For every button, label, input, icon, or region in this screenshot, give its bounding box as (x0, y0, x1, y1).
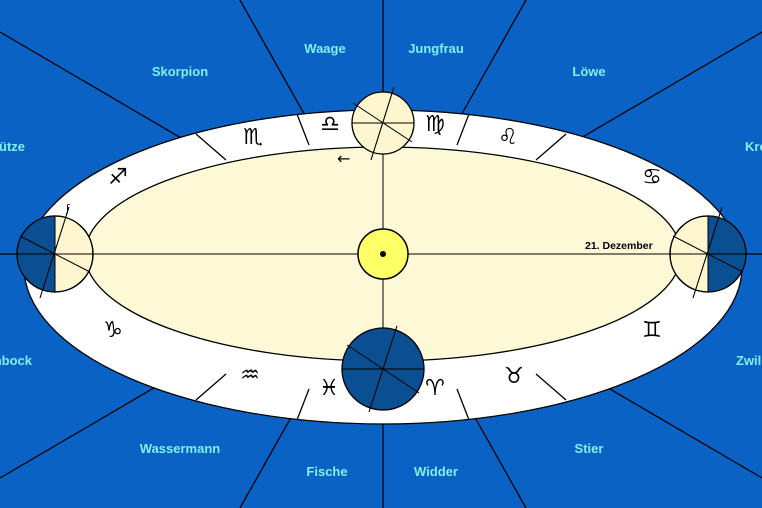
label-stier: Stier (575, 441, 604, 456)
earth-top-axis (370, 86, 395, 161)
label-skorpion: Skorpion (152, 64, 208, 79)
ring-divider-6 (535, 373, 567, 401)
orbit-direction-arrow: ← (337, 149, 350, 168)
sign-loewe: ♌ (498, 125, 518, 150)
earth-bottom (341, 325, 425, 413)
sign-waage: ♎ (320, 112, 340, 137)
earth-right-axis (692, 206, 723, 299)
label-jungfrau: Jungfrau (408, 41, 464, 56)
label-fische: Fische (306, 464, 347, 479)
sign-steinbock: ♑ (103, 318, 123, 343)
label-wassermann: Wassermann (140, 441, 220, 456)
sun-center-dot (380, 251, 386, 257)
earth-left-axis (39, 206, 70, 299)
ring-divider-1 (296, 113, 310, 146)
earth-bottom-axis (368, 325, 398, 413)
sign-krebs: ♋ (642, 165, 662, 190)
ring-divider-2 (456, 113, 470, 146)
ring-divider-8 (456, 388, 470, 421)
earth-top (351, 86, 415, 161)
earth-left: ʃ (16, 202, 94, 299)
sign-stier: ♉ (504, 364, 524, 389)
label-loewe: Löwe (572, 64, 605, 79)
earth-right-tilt (672, 235, 744, 273)
sign-wassermann: ♒ (240, 363, 260, 388)
label-waage: Waage (304, 41, 345, 56)
sign-schuetze: ♐ (108, 165, 128, 190)
label-widder: Widder (414, 464, 458, 479)
label-schuetze: Schütze (0, 139, 25, 154)
label-krebs: Krebs (745, 139, 762, 154)
ring-divider-4 (535, 133, 567, 161)
sign-skorpion: ♏ (243, 125, 263, 150)
earth-left-axis-mark: ʃ (65, 202, 70, 215)
sign-fische: ♓ (319, 376, 339, 401)
date-label: 21. Dezember (585, 240, 653, 252)
sign-zwillinge: ♊ (642, 318, 662, 343)
earth-left-tilt (19, 235, 91, 273)
label-zwillinge: Zwillinge (736, 353, 762, 368)
ring-dividers (195, 113, 567, 421)
ring-divider-5 (195, 373, 227, 401)
earth-right (669, 206, 747, 299)
sign-jungfrau: ♍ (425, 112, 445, 137)
sign-widder: ♈ (425, 376, 445, 401)
ring-divider-3 (195, 133, 227, 161)
label-steinbock: Steinbock (0, 353, 33, 368)
ring-divider-7 (296, 388, 310, 421)
